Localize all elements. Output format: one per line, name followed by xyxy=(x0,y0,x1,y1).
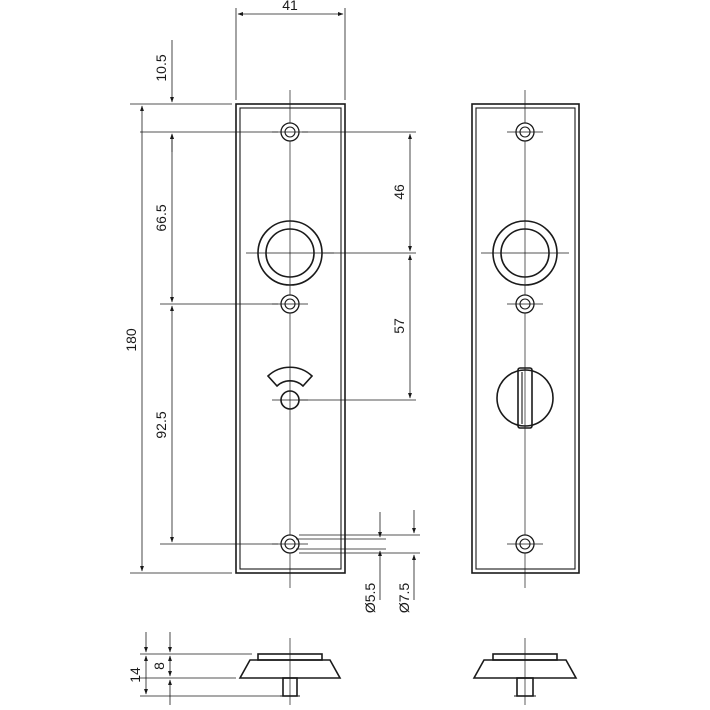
side-dimension-lines xyxy=(140,632,280,705)
label-spindle-turn: 57 xyxy=(391,318,407,334)
label-upper-spacing: 66.5 xyxy=(153,204,169,231)
back-plate-bevel xyxy=(475,107,576,570)
indicator-window-icon xyxy=(266,366,314,388)
label-hole-large: Ø7.5 xyxy=(396,583,412,614)
plate-outline xyxy=(235,103,346,574)
back-bottom-screw-hole xyxy=(507,534,543,554)
plate-bevel xyxy=(239,107,342,570)
dimension-lines xyxy=(130,8,420,600)
back-plate-outline xyxy=(471,103,580,574)
back-view-plate xyxy=(471,90,580,588)
front-view-plate xyxy=(235,90,346,588)
label-top-offset: 10.5 xyxy=(153,54,169,81)
middle-screw-hole xyxy=(272,294,308,314)
label-total-thickness: 14 xyxy=(127,667,143,683)
side-view-right xyxy=(472,638,578,705)
back-spindle-hole xyxy=(481,220,569,286)
label-spindle-screw: 46 xyxy=(391,184,407,200)
label-total-height: 180 xyxy=(123,328,139,352)
thumb-turn-icon xyxy=(496,367,554,429)
label-lower-spacing: 92.5 xyxy=(153,411,169,438)
label-body-thickness: 8 xyxy=(151,662,167,670)
side-view-left xyxy=(238,638,342,705)
label-plate-width: 41 xyxy=(282,0,298,13)
back-middle-screw-hole xyxy=(507,294,543,314)
label-hole-small: Ø5.5 xyxy=(362,583,378,614)
back-top-screw-hole xyxy=(507,122,543,142)
